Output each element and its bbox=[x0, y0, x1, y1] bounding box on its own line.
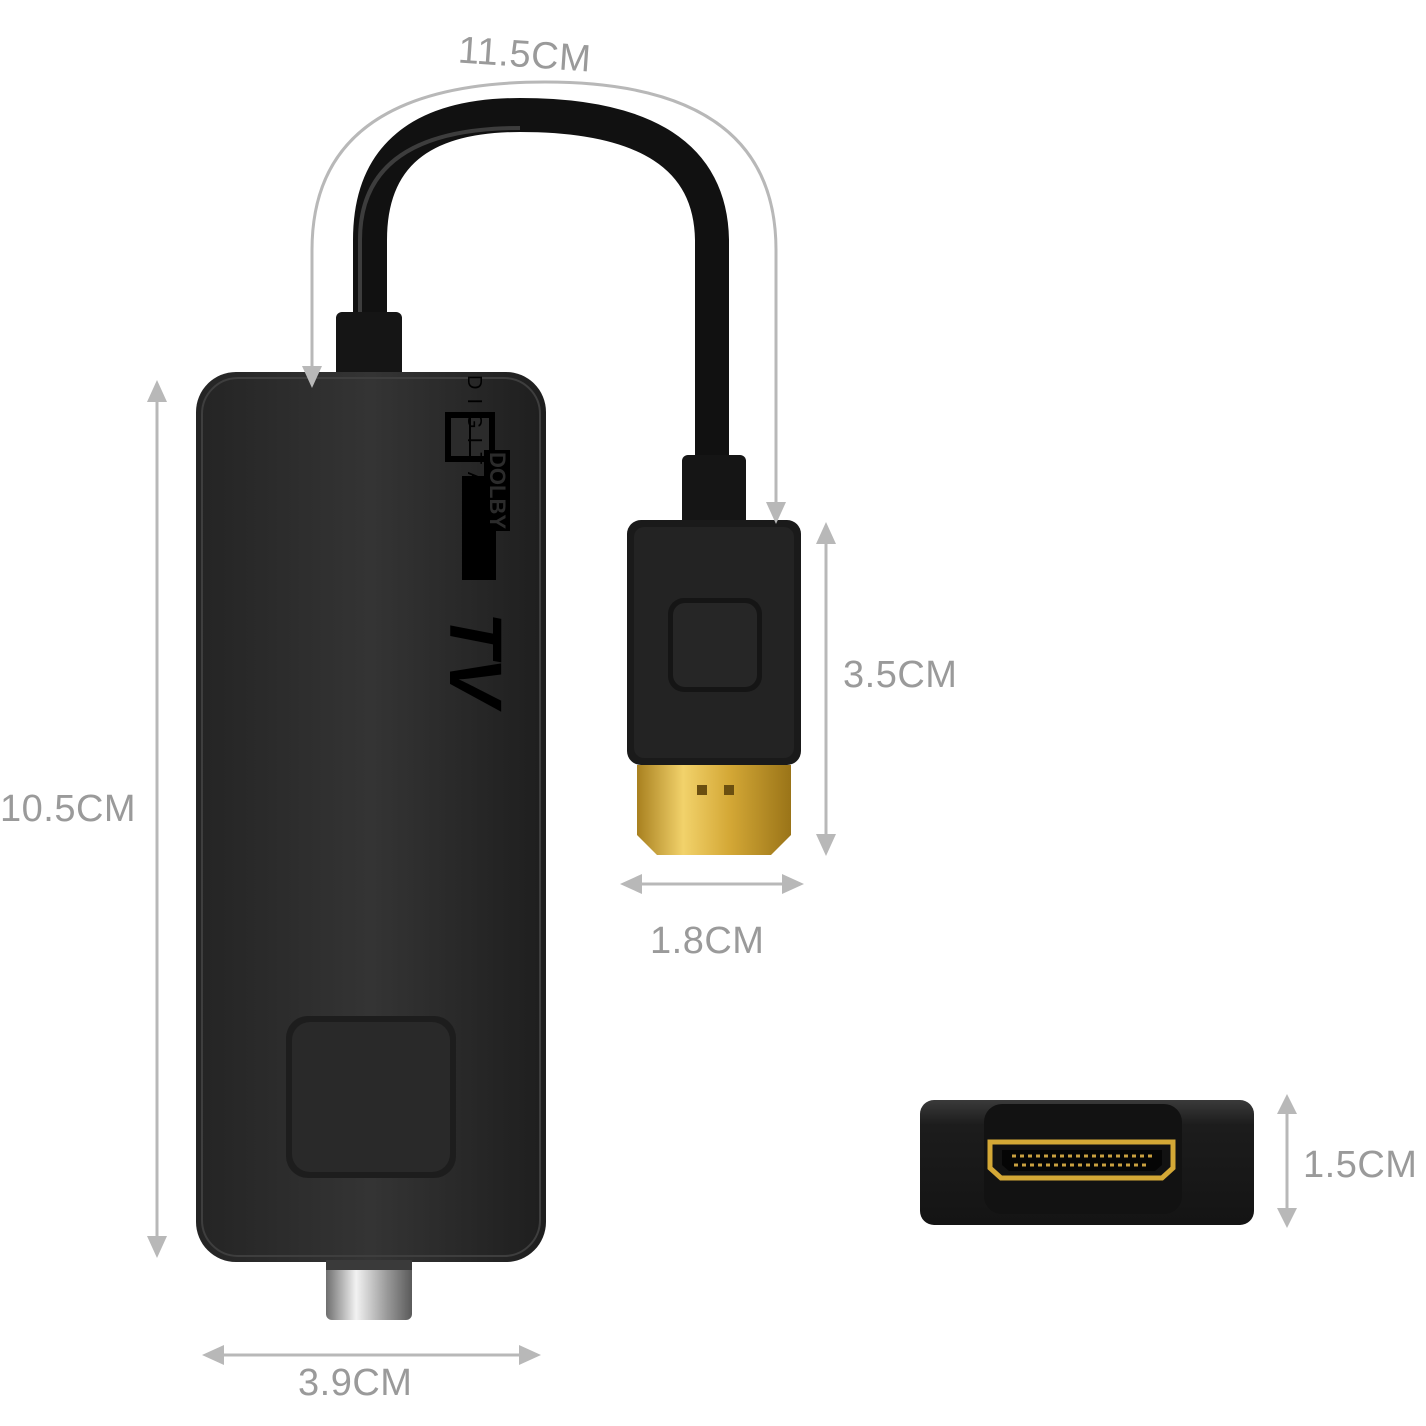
hdmi-connector-tip bbox=[637, 765, 791, 855]
cable-boot-top bbox=[336, 312, 402, 380]
cable-boot-plug bbox=[682, 455, 746, 527]
usb-cable bbox=[353, 97, 729, 477]
thickness-label: 1.5CM bbox=[1303, 1144, 1418, 1186]
dimension-arrowheads bbox=[147, 366, 1297, 1365]
body-length-label: 10.5CM bbox=[0, 788, 137, 830]
side-view-block bbox=[920, 1100, 1254, 1225]
dimension-lines bbox=[155, 80, 1289, 1357]
dolby-digital-logo bbox=[445, 412, 495, 462]
dolby-word: DOLBY bbox=[484, 450, 510, 531]
plug-width-label: 1.8CM bbox=[650, 920, 765, 962]
dolby-digital-word-wrap: DIGITAL bbox=[459, 375, 485, 583]
dolby-digital-word: DIGITAL bbox=[463, 375, 485, 515]
coax-connector-icon bbox=[326, 1260, 412, 1320]
plug-length-label: 3.5CM bbox=[843, 654, 958, 696]
tv-mark: TV bbox=[434, 612, 517, 707]
tuner-body bbox=[196, 372, 546, 1262]
hdmi-port-icon bbox=[987, 1139, 1176, 1181]
tv-mark-wrap: TV bbox=[434, 602, 518, 722]
body-width-label: 3.9CM bbox=[298, 1362, 413, 1404]
cable-length-label: 11.5CM bbox=[456, 29, 593, 81]
